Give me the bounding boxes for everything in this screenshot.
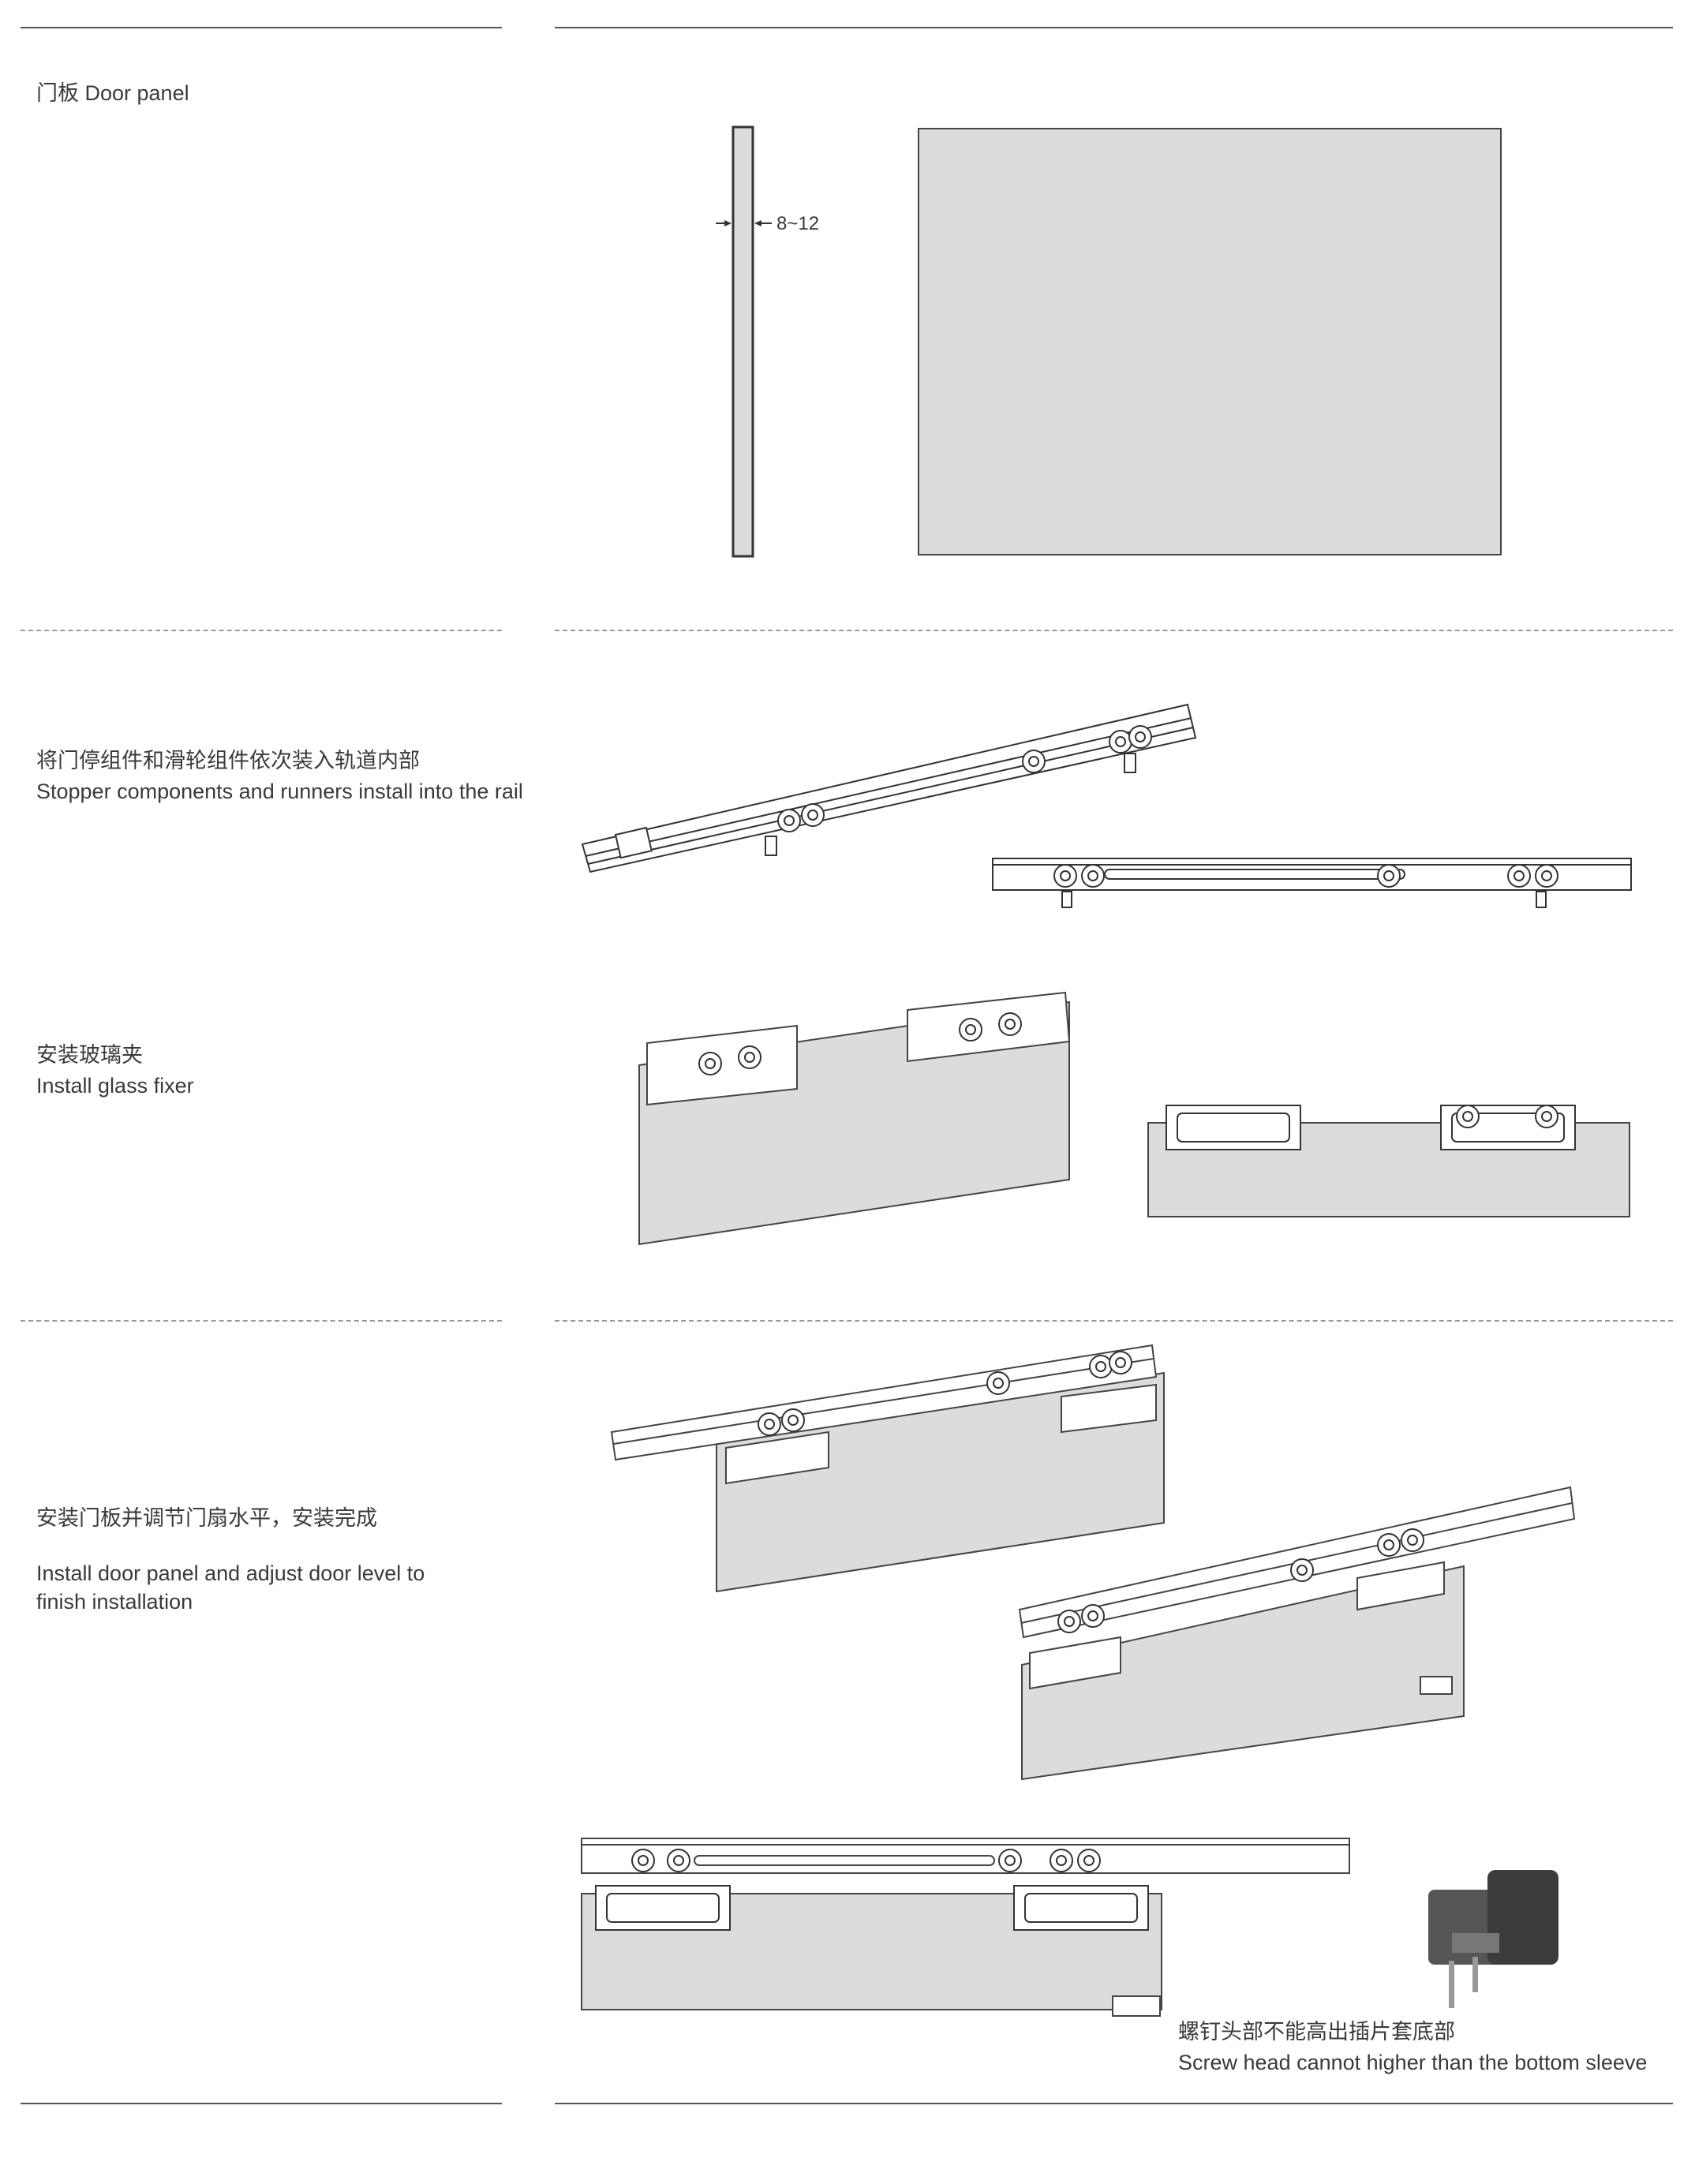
glass-fixer-3d-diagram xyxy=(638,991,1071,1246)
install-title-en-2: finish installation xyxy=(36,1590,193,1614)
install-front-diagram xyxy=(581,1838,1350,2017)
rail-front-diagram xyxy=(992,858,1632,908)
glass-fixer-front-diagram xyxy=(1147,1105,1630,1217)
divider-right-1 xyxy=(555,630,1673,631)
install-3d-diagram-2 xyxy=(1018,1486,1576,1781)
sleeve-clip-illustration xyxy=(1428,1870,1558,2008)
divider-left-2 xyxy=(21,1320,502,1322)
bottom-rule-left xyxy=(21,2103,502,2104)
top-rule-right xyxy=(555,27,1673,28)
glass-fixer-title-en: Install glass fixer xyxy=(36,1074,194,1098)
door-panel-title: 门板 Door panel xyxy=(36,81,189,105)
door-panel-front-view xyxy=(918,128,1502,555)
note-en: Screw head cannot higher than the bottom… xyxy=(1178,2051,1648,2074)
rail-3d-diagram xyxy=(581,703,1197,873)
note-cn: 螺钉头部不能高出插片套底部 xyxy=(1178,2020,1455,2044)
door-panel-side-view xyxy=(716,125,772,558)
bottom-rule-right xyxy=(555,2103,1673,2104)
divider-right-2 xyxy=(555,1320,1673,1322)
divider-left-1 xyxy=(21,630,502,631)
thickness-label: 8~12 xyxy=(776,213,820,234)
runners-title-cn: 将门停组件和滑轮组件依次装入轨道内部 xyxy=(36,749,420,772)
install-title-cn: 安装门板并调节门扇水平，安装完成 xyxy=(36,1506,377,1530)
install-3d-diagram-1 xyxy=(610,1344,1165,1593)
top-rule-left xyxy=(21,27,502,28)
glass-fixer-title-cn: 安装玻璃夹 xyxy=(36,1043,143,1067)
runners-title-en: Stopper components and runners install i… xyxy=(36,780,523,803)
install-title-en-1: Install door panel and adjust door level… xyxy=(36,1561,425,1585)
